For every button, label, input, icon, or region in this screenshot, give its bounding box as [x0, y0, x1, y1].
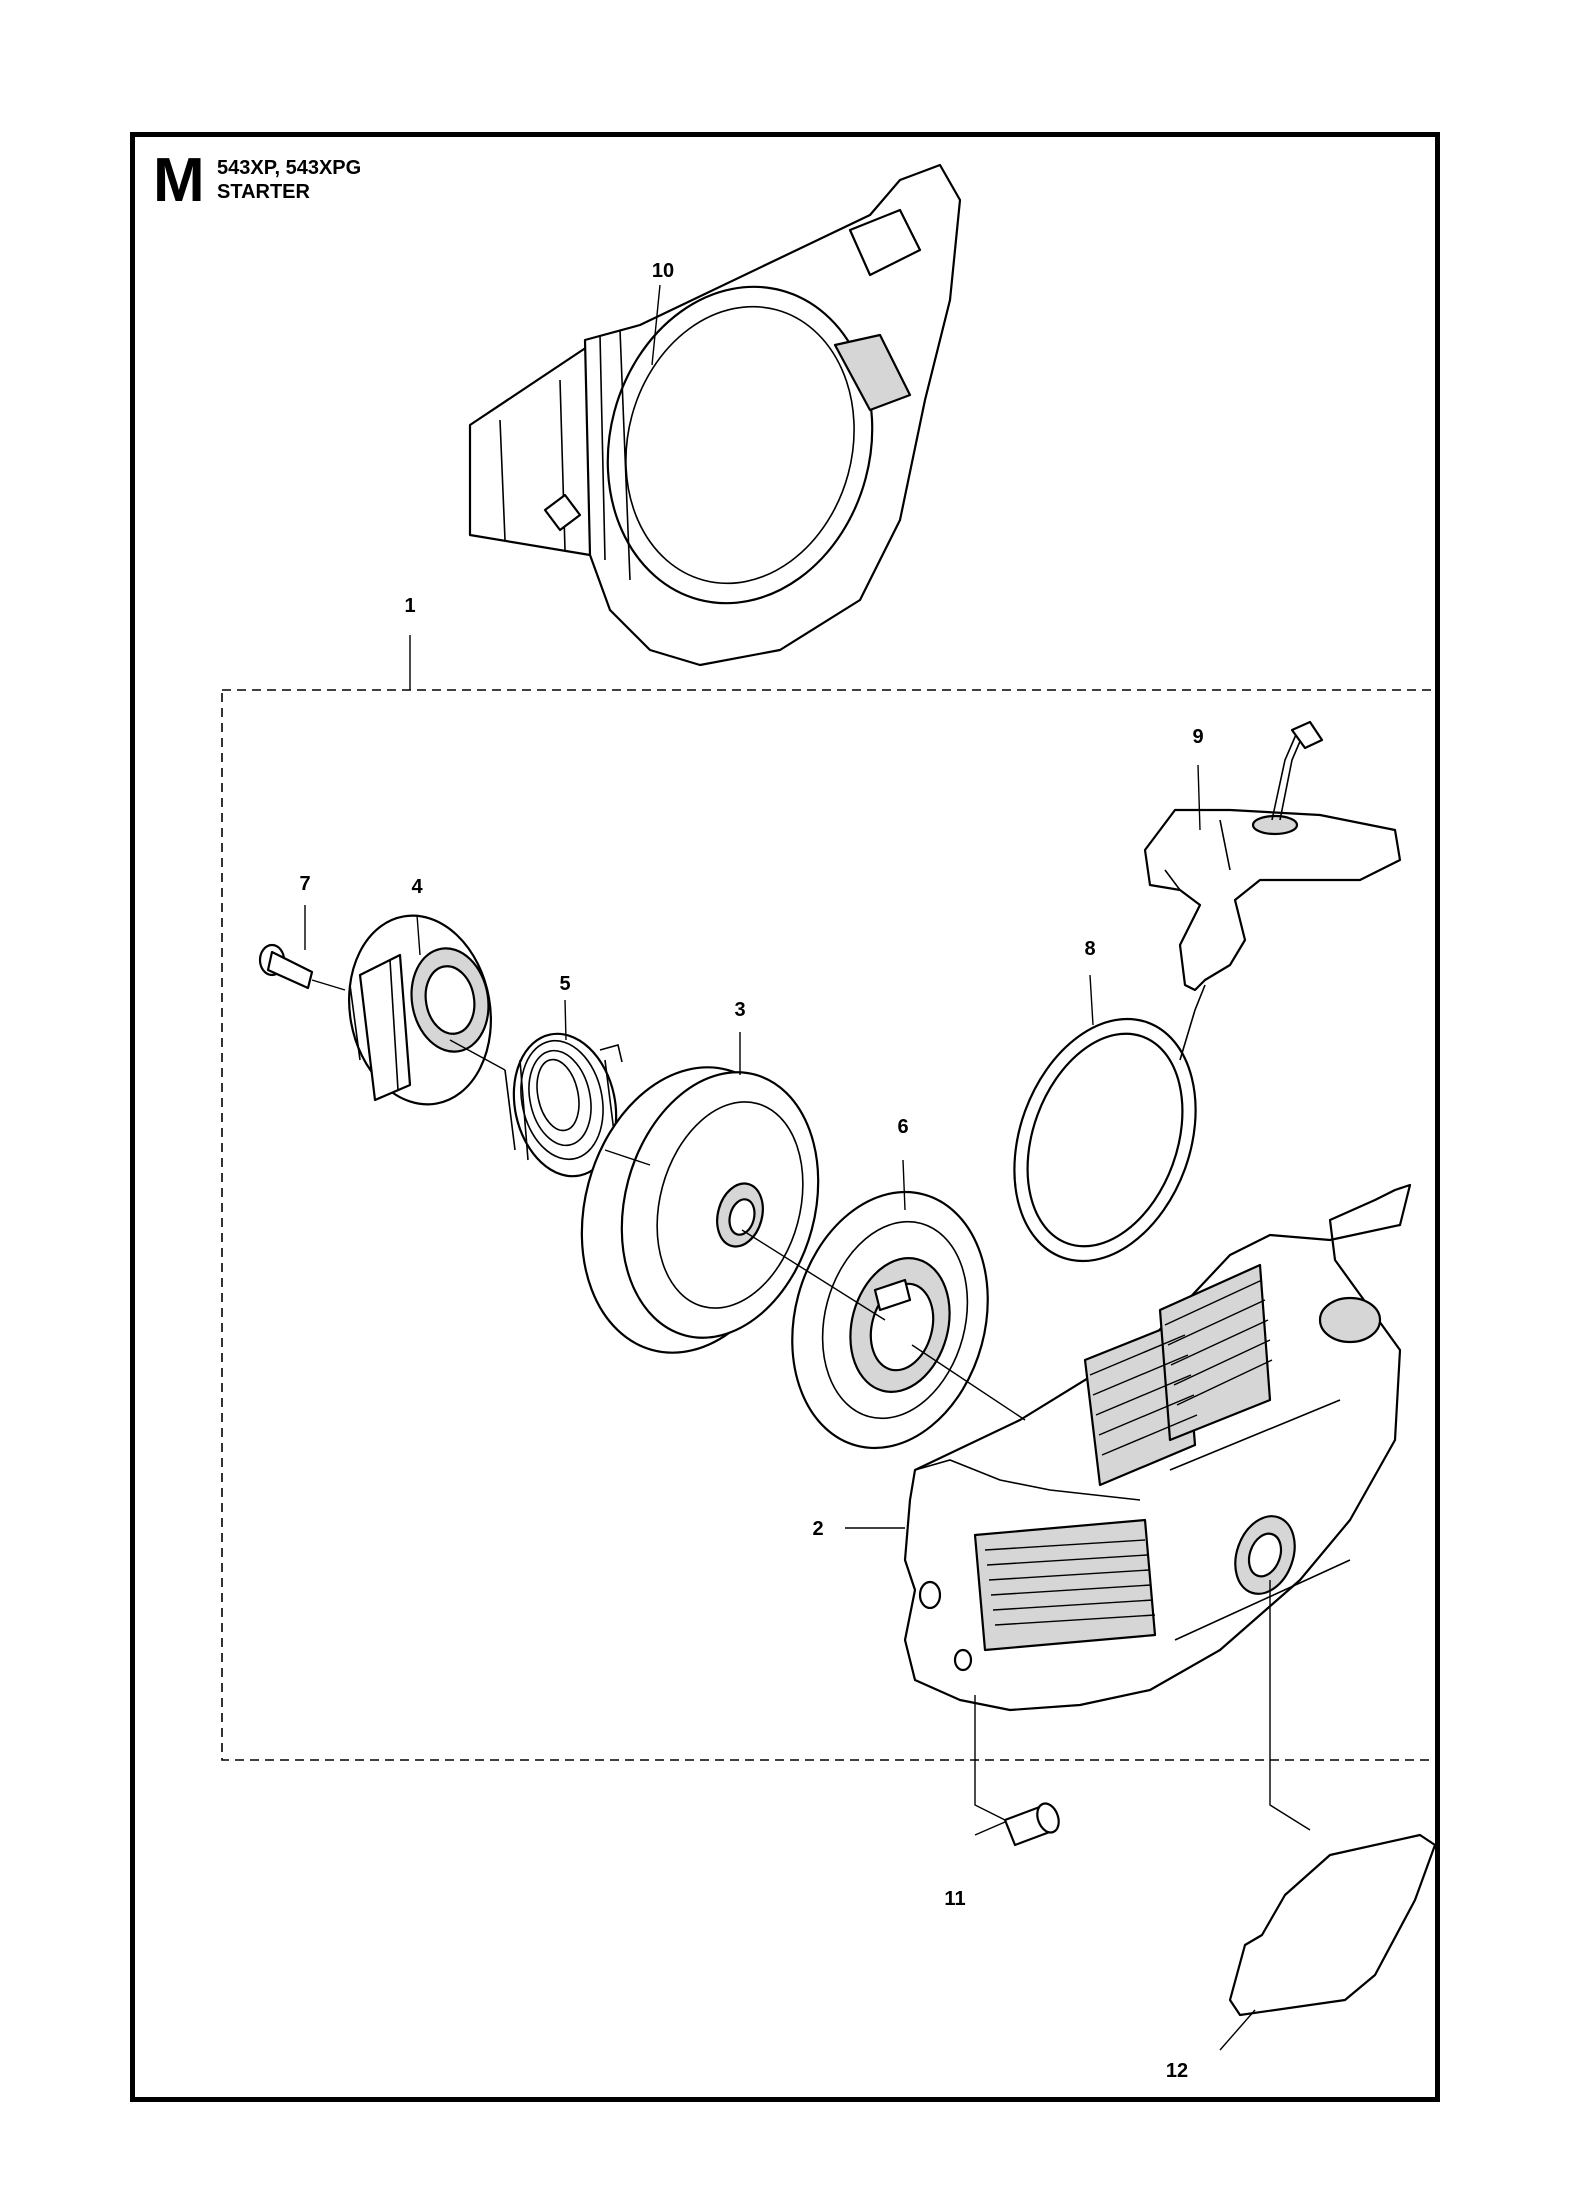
callout-4: 4: [411, 876, 423, 898]
rope-pulley-drawing: [580, 1066, 820, 1354]
starter-rope-drawing: [1013, 984, 1206, 1263]
spring-cassette-drawing: [348, 914, 492, 1106]
starter-housing-drawing: [903, 1183, 1412, 1712]
flywheel-cover-drawing: [468, 163, 962, 667]
callout-12: 12: [1166, 2060, 1188, 2082]
callout-1: 1: [404, 595, 415, 617]
housing-grill-lines: [984, 1279, 1273, 1626]
recoil-spring-drawing: [504, 1032, 623, 1178]
callout-8: 8: [1084, 938, 1095, 960]
housing-screw-drawing: [1003, 1802, 1060, 1847]
assembly-boundary: [221, 689, 1439, 1761]
callout-2: 2: [812, 1518, 823, 1540]
callout-5: 5: [559, 973, 570, 995]
callouts: 10 1 9 7 4 5 3 8 6 2 11 12: [299, 260, 1203, 2082]
starter-handle-drawing: [1143, 720, 1402, 992]
callout-11: 11: [944, 1888, 965, 1910]
section-letter: M: [153, 146, 205, 215]
callout-10: 10: [652, 260, 674, 282]
callout-7: 7: [299, 873, 310, 895]
leader-lines: [304, 284, 1311, 2051]
callout-6: 6: [897, 1116, 908, 1138]
spring-cover-drawing: [791, 1190, 989, 1450]
callout-3: 3: [734, 999, 745, 1021]
callout-9: 9: [1192, 726, 1203, 748]
screw-drawing: [258, 943, 314, 990]
decal-drawing: [1228, 1833, 1437, 2017]
model-numbers: 543XP, 543XPG: [217, 157, 362, 179]
title-block: 543XP, 543XPG STARTER: [217, 156, 361, 204]
section-title: STARTER: [217, 181, 310, 203]
